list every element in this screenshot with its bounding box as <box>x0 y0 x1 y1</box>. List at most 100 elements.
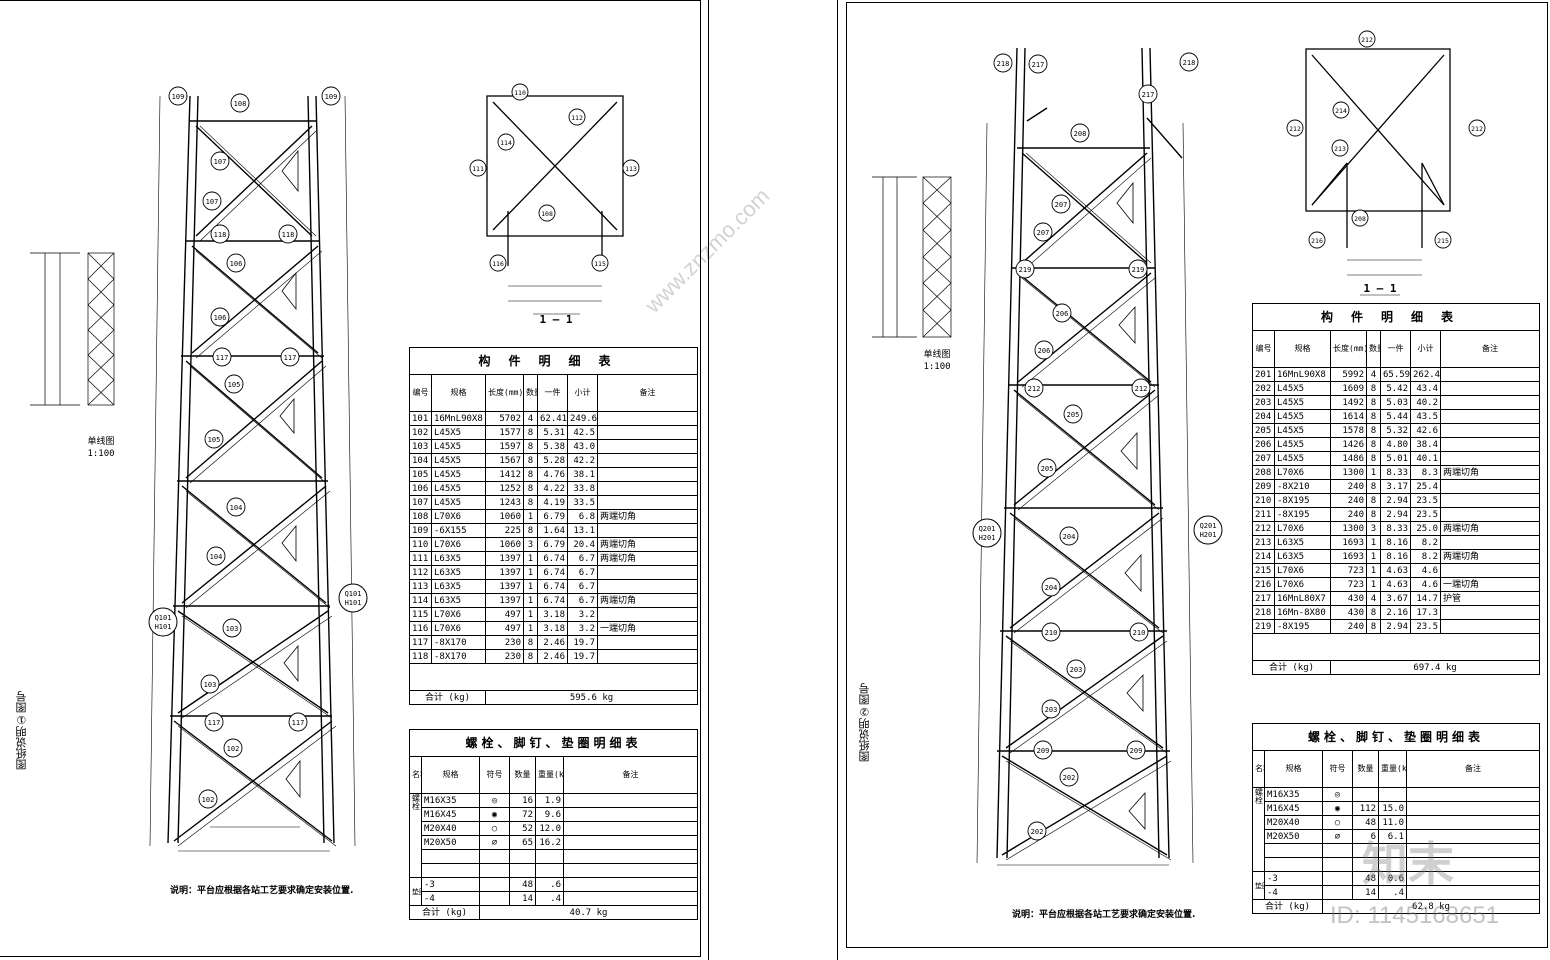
table-cell: 206 <box>1252 437 1275 452</box>
table-cell: -8X195 <box>1274 619 1331 634</box>
table-cell: 430 <box>1330 591 1367 606</box>
table-cell <box>563 849 698 864</box>
table-cell: 1693 <box>1330 535 1367 550</box>
svg-text:210: 210 <box>1133 629 1146 637</box>
svg-text:103: 103 <box>226 625 239 633</box>
table-cell: 6.79 <box>537 537 568 552</box>
table-cell: 1 <box>1366 577 1381 592</box>
svg-text:210: 210 <box>1045 629 1058 637</box>
table-cell: -8X170 <box>431 649 486 664</box>
table-cell: L45X5 <box>1274 395 1331 410</box>
table-cell: 3 <box>1366 521 1381 536</box>
bolt-table-title: 螺栓、脚钉、垫圈明细表 <box>1252 723 1540 751</box>
table-cell <box>1440 367 1540 382</box>
table-cell <box>1440 493 1540 508</box>
table-cell <box>1322 885 1353 900</box>
svg-text:212: 212 <box>1471 125 1483 133</box>
table-cell: 6.7 <box>567 579 598 594</box>
table-cell: M20X50 <box>1264 829 1323 844</box>
table-cell <box>1440 395 1540 410</box>
table-cell: 1693 <box>1330 549 1367 564</box>
svg-text:205: 205 <box>1041 465 1054 473</box>
table-cell: 111 <box>409 551 432 566</box>
table-cell: 5.32 <box>1380 423 1411 438</box>
svg-text:106: 106 <box>230 260 243 268</box>
table-cell: 202 <box>1252 381 1275 396</box>
table-cell: 40.1 <box>1410 451 1441 466</box>
table-cell: L45X5 <box>1274 409 1331 424</box>
svg-text:212: 212 <box>1361 36 1373 44</box>
table-cell: 117 <box>409 635 432 650</box>
table-cell: 497 <box>485 621 524 636</box>
table-cell: 6.8 <box>567 509 598 524</box>
svg-text:117: 117 <box>284 354 297 362</box>
table-cell: 4.19 <box>537 495 568 510</box>
parts-total-value: 595.6 kg <box>485 690 698 705</box>
table-cell: 6.79 <box>537 509 568 524</box>
table-cell: 240 <box>1330 619 1367 634</box>
bolt-col-symbol: 符号 <box>479 756 510 794</box>
table-cell: 23.5 <box>1410 619 1441 634</box>
joint-label-h-right: H101 <box>345 599 362 607</box>
table-cell: 5.42 <box>1380 381 1411 396</box>
table-cell: L70X6 <box>431 621 486 636</box>
table-cell: 209 <box>1252 479 1275 494</box>
table-cell: L63X5 <box>1274 535 1331 550</box>
table-cell <box>563 877 698 892</box>
col-length: 长度(mm) <box>485 374 524 412</box>
table-cell: 8 <box>1366 605 1381 620</box>
table-cell: 20.4 <box>567 537 598 552</box>
table-cell: L63X5 <box>1274 549 1331 564</box>
parts-table-2: 构件明细表 编号 规格 长度(mm) 数量 一件 小计 备注 20116MnL9… <box>1252 303 1540 675</box>
table-cell: 8.33 <box>1380 521 1411 536</box>
table-row <box>1253 843 1540 858</box>
bolt-symbol-icon: ∅ <box>1322 829 1353 844</box>
table-cell: 8 <box>1366 381 1381 396</box>
table-cell: 1252 <box>485 481 524 496</box>
table-cell: 1577 <box>485 425 524 440</box>
table-cell: -8X210 <box>1274 479 1331 494</box>
table-cell: L45X5 <box>431 439 486 454</box>
table-cell: 1 <box>523 551 538 566</box>
svg-text:206: 206 <box>1056 310 1069 318</box>
table-cell: 4.6 <box>1410 563 1441 578</box>
table-cell: 8.33 <box>1380 465 1411 480</box>
table-cell <box>1440 381 1540 396</box>
table-cell: 33.8 <box>567 481 598 496</box>
bolt-col-remark: 备注 <box>1406 750 1540 788</box>
table-cell: 1300 <box>1330 521 1367 536</box>
svg-text:118: 118 <box>282 231 295 239</box>
table-cell: 5.44 <box>1380 409 1411 424</box>
table-cell: .6 <box>535 877 564 892</box>
table-cell: 2.46 <box>537 635 568 650</box>
col-no: 编号 <box>1252 330 1275 368</box>
table-cell: 2.94 <box>1380 619 1411 634</box>
table-cell <box>563 835 698 850</box>
table-cell: 225 <box>485 523 524 538</box>
table-cell: L45X5 <box>431 481 486 496</box>
bolt-col-remark: 备注 <box>563 756 698 794</box>
table-cell: 23.5 <box>1410 493 1441 508</box>
parts-total-value: 697.4 kg <box>1330 660 1540 675</box>
table-cell: L45X5 <box>1274 423 1331 438</box>
table-cell: 33.5 <box>567 495 598 510</box>
table-cell: 1 <box>1366 535 1381 550</box>
table-cell: 203 <box>1252 395 1275 410</box>
table-cell: 106 <box>409 481 432 496</box>
table-cell: 8.16 <box>1380 549 1411 564</box>
svg-text:212: 212 <box>1135 385 1148 393</box>
table-cell: 15.0 <box>1378 801 1407 816</box>
table-cell: 213 <box>1252 535 1275 550</box>
